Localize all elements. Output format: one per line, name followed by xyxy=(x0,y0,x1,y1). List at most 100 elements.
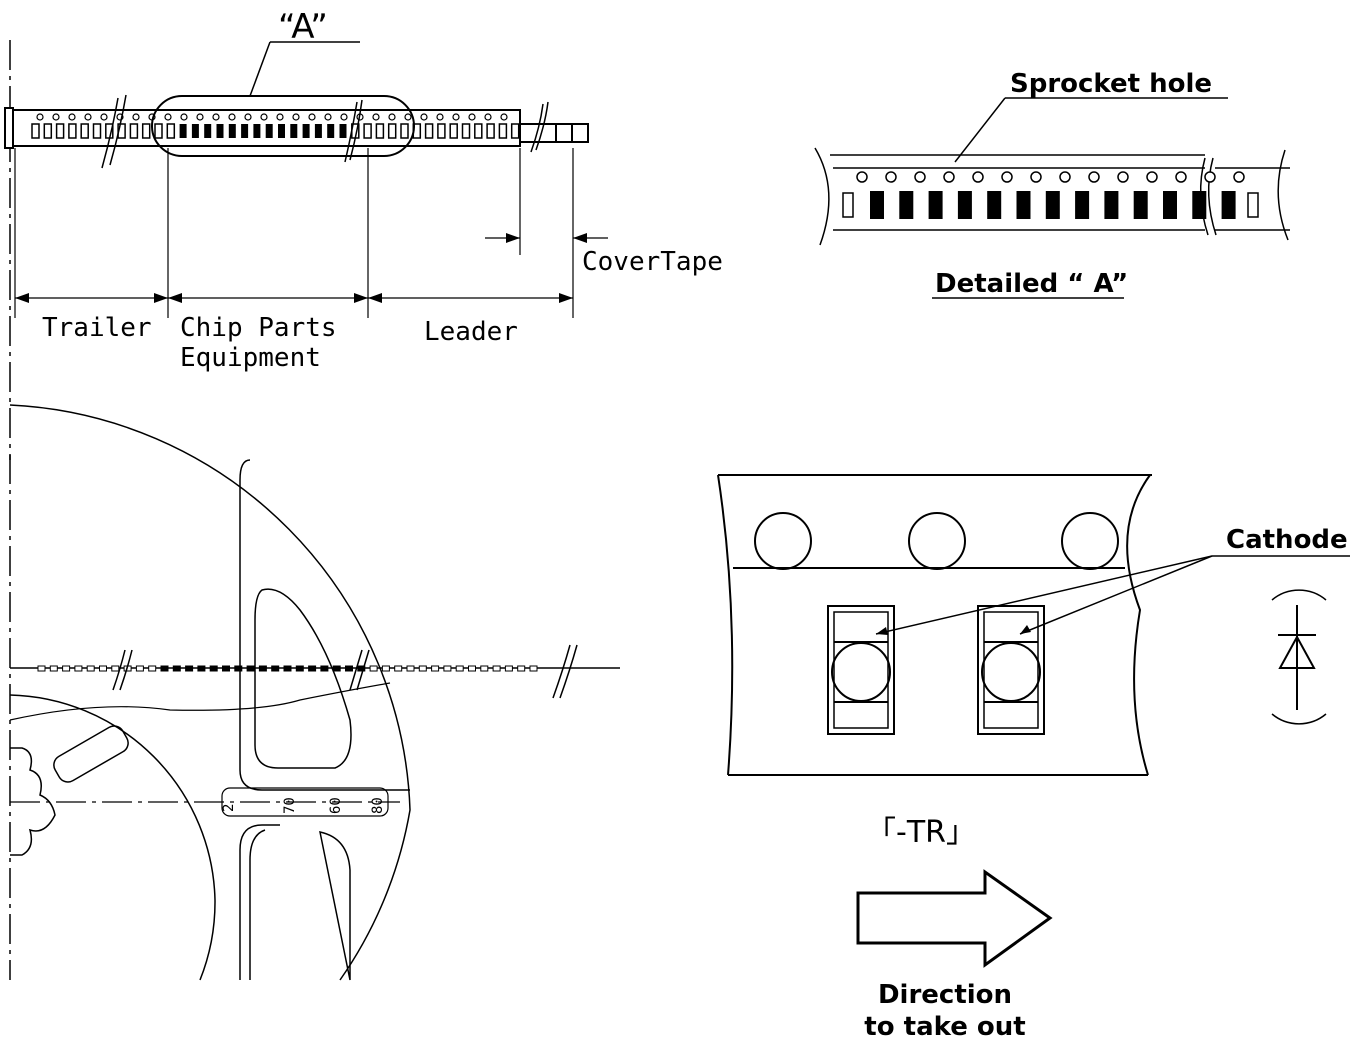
callout-oval xyxy=(151,95,415,157)
filled-pocket xyxy=(1221,191,1236,219)
detail-sprocket-holes xyxy=(856,171,1245,183)
sprocket-hole xyxy=(908,512,966,570)
filled-pockets xyxy=(179,124,347,138)
empty-pocket xyxy=(363,123,372,139)
empty-pocket xyxy=(166,123,176,139)
empty-pocket xyxy=(68,123,77,139)
empty-pocket xyxy=(129,123,139,139)
sprocket-hole xyxy=(372,113,380,121)
cover-tape-label: CoverTape xyxy=(582,247,723,277)
detail-empty-pocket xyxy=(842,192,854,218)
sprocket-hole xyxy=(260,113,268,121)
sprocket-hole xyxy=(276,113,284,121)
empty-pocket xyxy=(387,123,397,139)
empty-pocket xyxy=(498,123,508,139)
sprocket-hole xyxy=(308,113,316,121)
filled-pocket xyxy=(957,191,972,219)
reel-pocket xyxy=(443,665,452,672)
filled-pocket xyxy=(253,124,261,138)
empty-pocket xyxy=(375,123,385,139)
sprocket-hole xyxy=(484,113,492,121)
reel-slot xyxy=(53,725,129,783)
reel-pocket xyxy=(504,665,513,672)
filled-pocket xyxy=(314,124,322,138)
sprocket-hole xyxy=(1146,171,1158,183)
empty-pocket xyxy=(43,123,53,139)
reel-pocket xyxy=(271,665,280,672)
sprocket-hole xyxy=(452,113,460,121)
reel-pocket xyxy=(246,665,255,672)
sprocket-hole xyxy=(52,113,60,121)
reel-pocket xyxy=(74,665,83,672)
reel-pocket xyxy=(394,665,403,672)
filled-pocket xyxy=(216,124,224,138)
reel-pocket xyxy=(283,665,292,672)
reel-pocket xyxy=(480,665,489,672)
empty-pocket xyxy=(400,123,409,139)
sprocket-hole xyxy=(196,113,204,121)
reel-pocket xyxy=(468,665,476,672)
reel-pocket xyxy=(381,665,390,672)
sprocket-hole xyxy=(164,113,172,121)
detail-a xyxy=(814,97,1290,299)
reel-pocket xyxy=(431,665,440,672)
reel-pocket xyxy=(332,665,341,672)
cover-tape-end xyxy=(519,123,589,143)
empty-pocket xyxy=(80,123,89,139)
sprocket-hole xyxy=(1117,171,1129,183)
reel-pocket xyxy=(49,665,58,672)
sprocket-hole xyxy=(468,113,476,121)
sprocket-hole xyxy=(404,113,412,121)
reel-window xyxy=(249,829,351,981)
direction-label-line2: to take out xyxy=(864,1012,1025,1041)
filled-pocket xyxy=(870,191,884,219)
direction-label: Direction xyxy=(878,980,1012,1010)
filled-pocket xyxy=(1045,191,1060,219)
sprocket-hole xyxy=(500,113,508,121)
reel-pocket xyxy=(135,665,144,672)
sprocket-hole xyxy=(856,171,868,183)
sprocket-hole xyxy=(212,113,220,121)
empty-pocket xyxy=(449,123,458,139)
sprocket-hole xyxy=(914,171,926,183)
reel-pocket xyxy=(111,665,120,672)
empty-pockets xyxy=(31,123,520,139)
sprocket-hole xyxy=(84,113,92,121)
empty-pocket xyxy=(154,123,163,139)
component-pocket xyxy=(977,605,1045,735)
sprocket-hole xyxy=(972,171,984,183)
empty-pocket xyxy=(31,123,40,139)
reel-pocket xyxy=(357,665,366,672)
reel-hub xyxy=(9,694,216,981)
reel-arbor-key xyxy=(10,747,56,856)
reel-pocket xyxy=(418,665,427,672)
empty-pocket xyxy=(55,123,65,139)
reel-tape-pockets xyxy=(37,665,538,672)
sprocket-hole-label: Sprocket hole xyxy=(1010,69,1212,99)
empty-pocket xyxy=(424,123,434,139)
sprocket-hole xyxy=(324,113,332,121)
detail-pockets xyxy=(870,191,1236,219)
sprocket-hole xyxy=(68,113,76,121)
reel-pocket xyxy=(209,665,218,672)
reel-dim-label: 80 xyxy=(370,797,386,814)
reel-dim-label: 60 xyxy=(328,797,344,814)
reel-pocket xyxy=(369,665,378,672)
reel-pocket xyxy=(222,665,230,672)
reel-pocket xyxy=(234,665,243,672)
tape-overview xyxy=(4,40,608,980)
sprocket-hole xyxy=(1030,171,1042,183)
empty-pocket xyxy=(92,123,102,139)
sprocket-hole xyxy=(436,113,444,121)
sprocket-hole xyxy=(36,113,44,121)
reel-pocket xyxy=(295,665,304,672)
detail-empty-pocket xyxy=(1247,192,1259,218)
callout-a-label: “A” xyxy=(278,7,328,47)
sprocket-hole xyxy=(132,113,140,121)
empty-pocket xyxy=(474,123,483,139)
filled-pocket xyxy=(1192,191,1207,219)
cathode-label: Cathode xyxy=(1226,525,1348,555)
sprocket-hole xyxy=(244,113,252,121)
reel-pocket xyxy=(62,665,71,672)
